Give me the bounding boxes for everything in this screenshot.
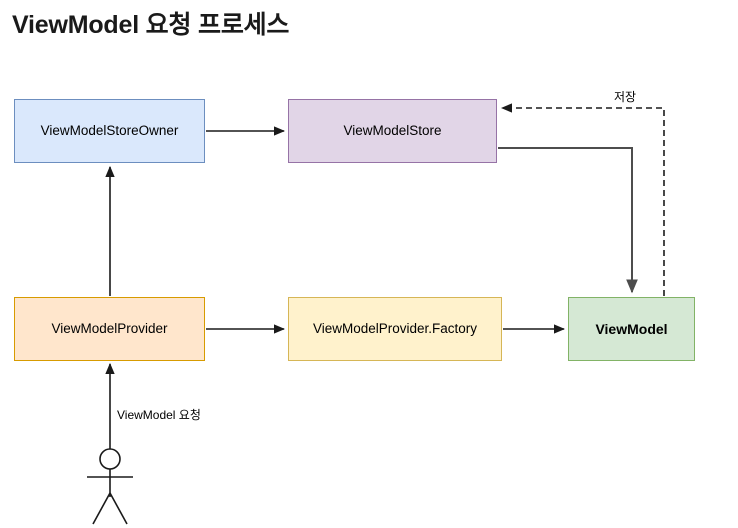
node-viewmodelprovider-factory[interactable]: ViewModelProvider.Factory — [288, 297, 502, 361]
node-label: ViewModelProvider — [51, 320, 168, 336]
edge-viewmodel-to-store-dashed — [500, 103, 665, 296]
actor-stick-figure — [87, 448, 133, 525]
node-label: ViewModelProvider.Factory — [312, 320, 478, 336]
node-label: ViewModelStore — [343, 122, 442, 138]
node-viewmodelstore[interactable]: ViewModelStore — [288, 99, 497, 163]
node-label: ViewModelStoreOwner — [40, 122, 179, 138]
node-viewmodel[interactable]: ViewModel — [568, 297, 695, 361]
edge-label-viewmodel-request: ViewModel 요청 — [117, 408, 201, 422]
node-viewmodelprovider[interactable]: ViewModelProvider — [14, 297, 205, 361]
node-label: ViewModel — [595, 320, 668, 337]
edge-store-to-viewmodel — [498, 147, 638, 294]
node-viewmodelstoreowner[interactable]: ViewModelStoreOwner — [14, 99, 205, 163]
edge-label-save: 저장 — [614, 90, 637, 104]
page-title: ViewModel 요청 프로세스 — [12, 11, 290, 39]
